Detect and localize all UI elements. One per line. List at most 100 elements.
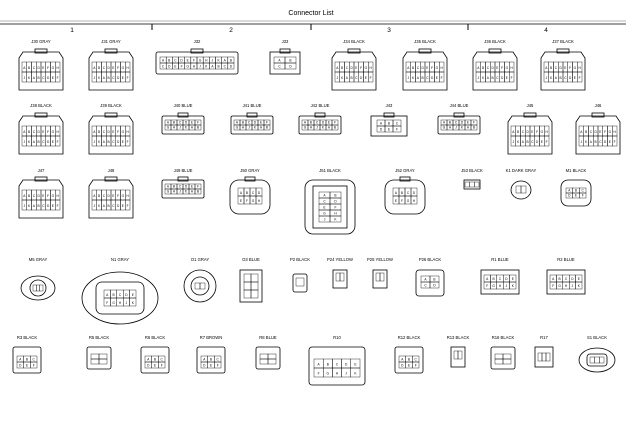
pin-letter: D	[117, 140, 120, 144]
pin-letter: D	[322, 121, 325, 125]
pin-letter: J	[316, 126, 318, 130]
pin-letter: D	[345, 362, 348, 366]
pin-letter: C	[555, 66, 558, 70]
pin-cavity	[90, 353, 100, 360]
pin-letter: E	[496, 66, 498, 70]
pin-letter: G	[252, 199, 255, 203]
pin-letter: H	[242, 126, 245, 130]
pin-letter: H	[119, 301, 122, 305]
pin-cavity	[612, 135, 618, 147]
connector-label: J31 GRAY	[101, 39, 121, 44]
pin-letter: A	[318, 362, 321, 366]
pin-letter: C	[355, 76, 358, 80]
pin-letter: B	[527, 140, 529, 144]
pin-letter: C	[599, 140, 602, 144]
pin-cavity	[502, 358, 512, 365]
pin-cavity	[243, 289, 252, 299]
pin-letter: D	[526, 130, 529, 134]
pin-letter: A	[580, 130, 583, 134]
latch	[591, 112, 605, 118]
pin-letter: D	[47, 204, 50, 208]
pin-letter: E	[599, 130, 601, 134]
connector-housing	[140, 346, 170, 374]
pin-letter: F	[318, 371, 320, 375]
pin-letter: G	[122, 130, 125, 134]
pin-letter: H	[126, 66, 129, 70]
pin-letter: F	[117, 130, 119, 134]
pin-letter: D	[380, 127, 383, 131]
pin-letter: F	[161, 363, 163, 367]
pin-letter: G	[167, 126, 170, 130]
pin-letter: B	[585, 130, 587, 134]
pin-letter: G	[443, 126, 446, 130]
pin-letter: C	[499, 277, 502, 281]
pin-letter: K	[28, 76, 31, 80]
pin-letter: B	[38, 140, 40, 144]
pin-letter: D	[168, 64, 171, 68]
pin-letter: F	[604, 130, 606, 134]
pin-letter: F	[360, 66, 362, 70]
connector-label: R6 BLACK	[145, 335, 165, 340]
connector-housing	[546, 269, 586, 295]
pin-cavity	[469, 181, 475, 188]
pin-letter: H	[613, 130, 616, 134]
pin-letter: E	[240, 199, 242, 203]
pin-letter: E	[426, 66, 428, 70]
pin-letter: F	[582, 194, 584, 198]
pin-letter: J	[345, 371, 347, 375]
pin-cavity	[329, 215, 342, 223]
pin-cavity	[243, 273, 252, 283]
pin-letter: C	[564, 76, 567, 80]
pin-cavity	[55, 135, 61, 147]
pin-letter: E	[122, 76, 124, 80]
pin-cavity	[515, 185, 522, 194]
pin-cavity	[98, 358, 108, 365]
connector-label: J39 BLACK	[100, 103, 122, 108]
latch	[34, 176, 48, 182]
pin-letter: E	[574, 76, 576, 80]
connector-label: J37 BLACK	[552, 39, 574, 44]
pin-letter: D	[107, 194, 110, 198]
pin-letter: K	[517, 140, 520, 144]
pin-letter: B	[266, 126, 268, 130]
connector-flange	[81, 271, 159, 325]
pin-letter: F	[415, 363, 417, 367]
pin-letter: E	[52, 204, 54, 208]
pin-letter: B	[173, 185, 175, 189]
connector-housing	[510, 180, 532, 200]
pin-letter: K	[132, 301, 135, 305]
pin-letter: B	[230, 58, 232, 62]
pin-letter: A	[467, 126, 470, 130]
pin-letter: F	[441, 76, 443, 80]
pin-cavity	[457, 350, 463, 360]
latch	[104, 48, 118, 54]
connector-housing	[269, 51, 301, 75]
connector-label: J46	[595, 103, 602, 108]
pin-letter: A	[191, 126, 194, 130]
pin-letter: A	[106, 293, 109, 297]
pin-letter: E	[122, 204, 124, 208]
pin-letter: J	[581, 140, 583, 144]
pin-letter: B	[334, 126, 336, 130]
pin-cavity	[537, 352, 543, 362]
connector-label: J49 BLUE	[174, 168, 193, 173]
pin-letter: F	[486, 284, 488, 288]
pin-letter: C	[103, 66, 106, 70]
connector-label: R17	[540, 335, 548, 340]
connector-housing	[415, 269, 445, 297]
pin-letter: C	[224, 64, 227, 68]
pin-letter: D	[360, 76, 363, 80]
connector-housing	[196, 346, 226, 374]
pin-letter: J	[179, 190, 181, 194]
pin-letter: C	[42, 140, 45, 144]
pin-letter: D	[401, 363, 404, 367]
connector-label: J52 GRAY	[395, 168, 415, 173]
pin-letter: F	[47, 194, 49, 198]
pin-letter: B	[310, 121, 312, 125]
connector-44: R16 BLACK	[490, 335, 516, 370]
pin-letter: A	[260, 126, 263, 130]
